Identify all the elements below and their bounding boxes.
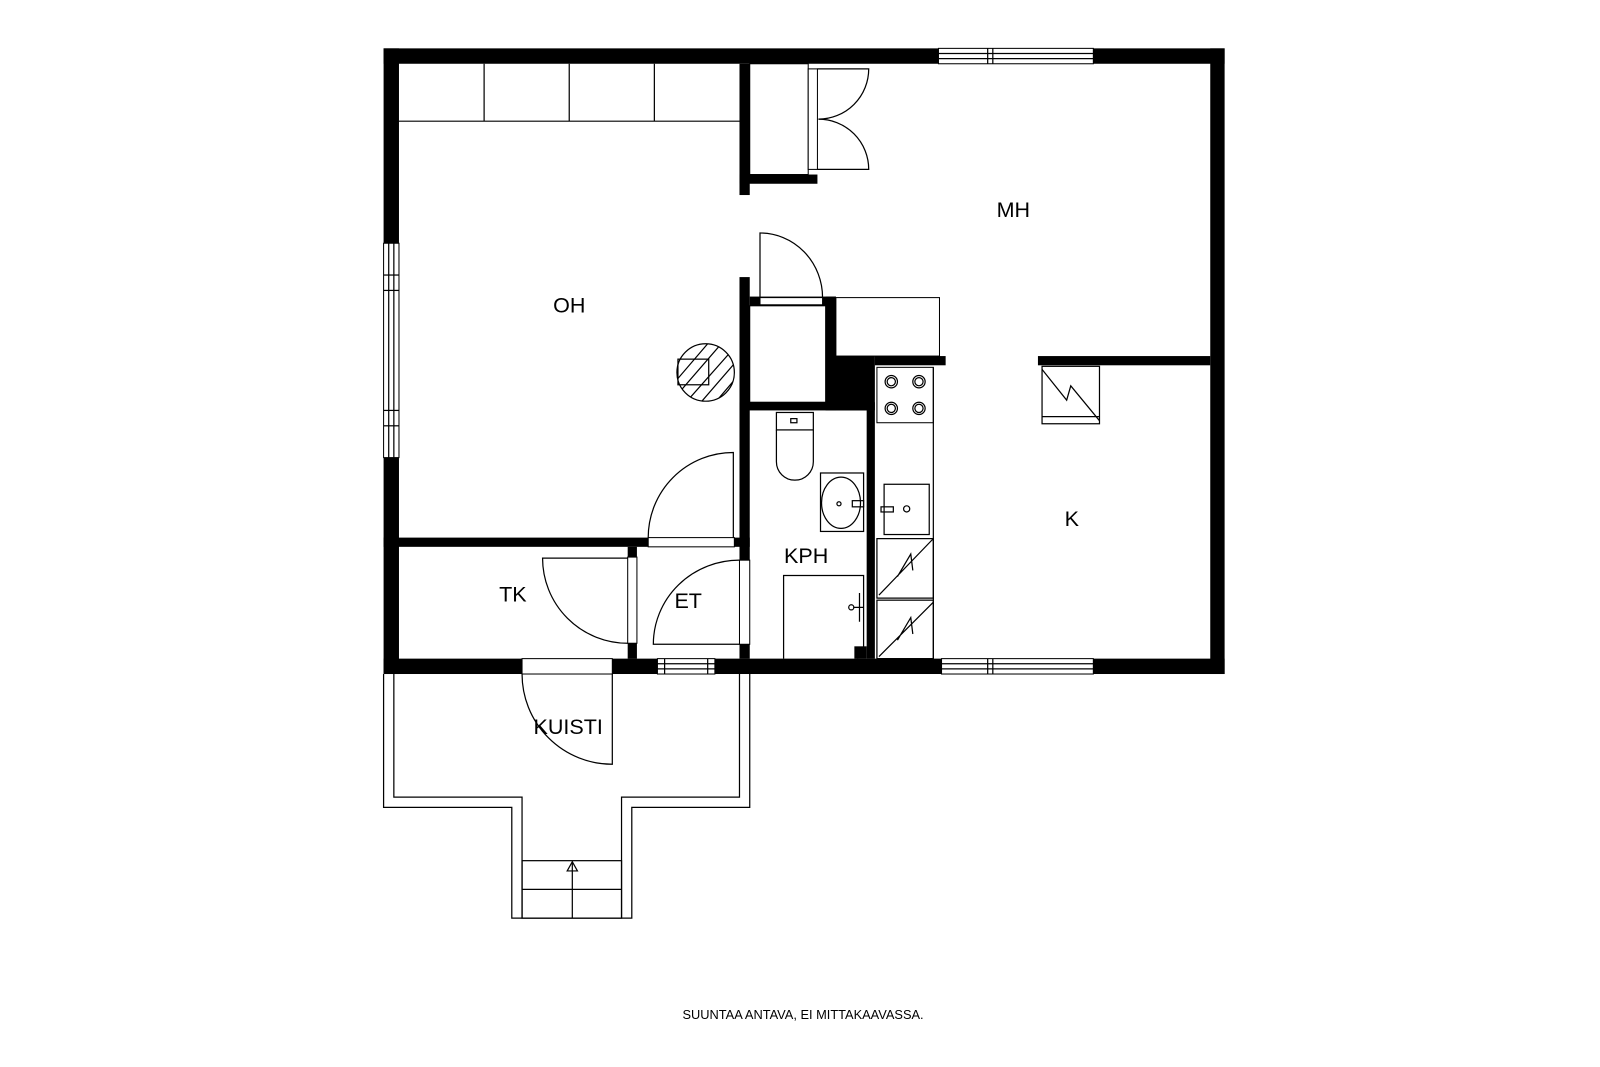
porch-stairs [521, 860, 623, 919]
door-et-kph[interactable] [652, 559, 751, 645]
porch-kuisti [382, 674, 751, 919]
shower [782, 574, 865, 660]
room-label-mh: MH [997, 198, 1030, 222]
door-mh-closet[interactable] [759, 232, 824, 306]
room-label-et: ET [674, 589, 702, 613]
closet-mh [749, 63, 870, 176]
wardrobe-oh [398, 63, 740, 122]
door-oh[interactable] [647, 451, 735, 548]
stove [876, 366, 934, 424]
wardrobe-mh [835, 297, 940, 357]
bathroom-sink [819, 472, 865, 533]
stairs-arrow-icon [566, 860, 579, 872]
door-tk[interactable] [541, 556, 638, 644]
window-oh-left [383, 242, 400, 459]
toilet [775, 411, 814, 481]
fireplace-icon [676, 343, 735, 402]
window-mh-top [937, 47, 1094, 65]
room-label-kph: KPH [784, 544, 828, 568]
entrance-door-sill [521, 658, 613, 675]
appliance-dishwasher [876, 599, 934, 660]
room-label-tk: TK [499, 583, 527, 607]
cupboard [749, 305, 827, 403]
footer-note: SUUNTAA ANTAVA, EI MITTAKAAVASSA. [683, 1007, 924, 1022]
room-label-k: K [1065, 507, 1080, 531]
door-kuisti[interactable] [521, 674, 613, 765]
window-et-bottom [656, 658, 716, 675]
window-k-bottom [941, 658, 1094, 675]
kitchen-sink [880, 483, 930, 536]
room-label-kuisti: KUISTI [534, 715, 603, 739]
room-label-oh: OH [553, 294, 585, 318]
oven-icon [1041, 365, 1101, 425]
appliance-fridge [876, 538, 934, 599]
